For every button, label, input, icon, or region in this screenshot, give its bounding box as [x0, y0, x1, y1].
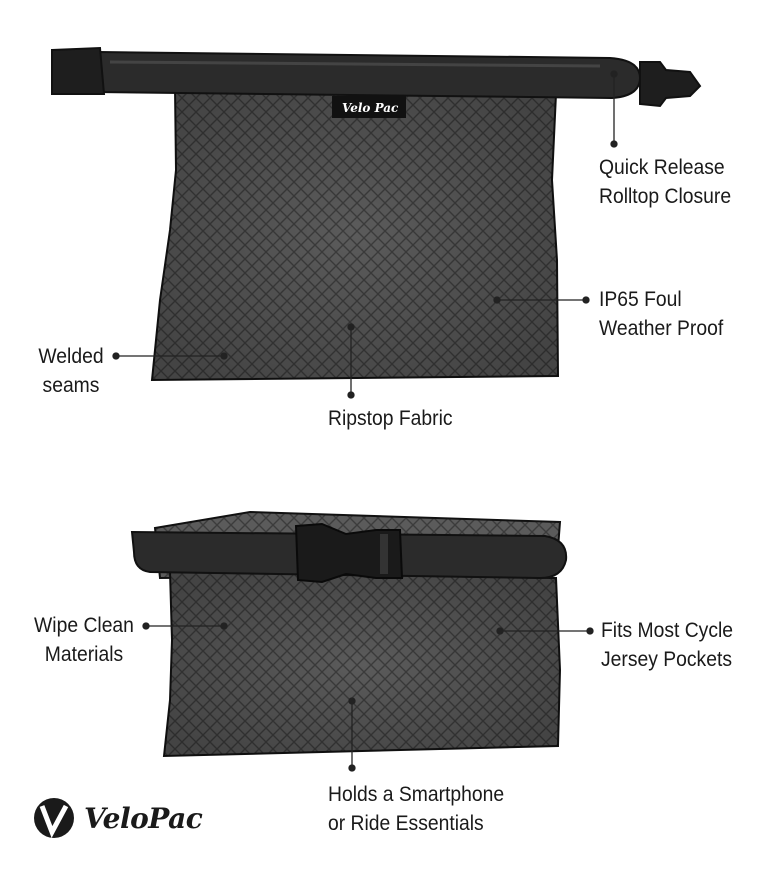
callout-foul-weather-text: IP65 Foul Weather Proof	[599, 288, 724, 340]
top-rolltop-strap	[94, 50, 642, 100]
callout-closure-text: Quick Release Rolltop Closure	[599, 156, 732, 208]
top-brand-tag	[332, 96, 406, 118]
callout-jersey: Fits Most Cycle Jersey Pockets	[601, 616, 733, 674]
callout-holds-text: Holds a Smartphone or Ride Essentials	[328, 783, 505, 835]
top-bag	[51, 46, 702, 382]
callout-jersey-text: Fits Most Cycle Jersey Pockets	[601, 619, 734, 671]
top-buckle-right	[639, 61, 702, 108]
callout-wipe-clean-text: Wipe Clean Materials	[34, 614, 134, 666]
callout-fabric: Ripstop Fabric	[328, 404, 453, 433]
top-buckle-left	[51, 46, 106, 95]
bottom-bag	[130, 510, 568, 758]
callout-wipe-clean: Wipe Clean Materials	[25, 611, 143, 669]
callout-lines	[112, 70, 618, 772]
top-brand-tag-text: Velo Pac	[342, 101, 399, 115]
brand-logo-text: VeloPac	[84, 802, 203, 835]
callout-closure: Quick Release Rolltop Closure	[599, 153, 731, 211]
brand-logo: VeloPac	[76, 802, 203, 835]
callout-foul-weather: IP65 Foul Weather Proof	[599, 285, 723, 343]
callout-fabric-text: Ripstop Fabric	[328, 407, 453, 430]
callout-seams: Welded seams	[30, 342, 113, 400]
velopac-logo-icon	[34, 798, 74, 838]
callout-holds: Holds a Smartphone or Ride Essentials	[328, 780, 504, 838]
bottom-buckle	[294, 522, 404, 584]
callout-seams-text: Welded seams	[38, 345, 104, 397]
